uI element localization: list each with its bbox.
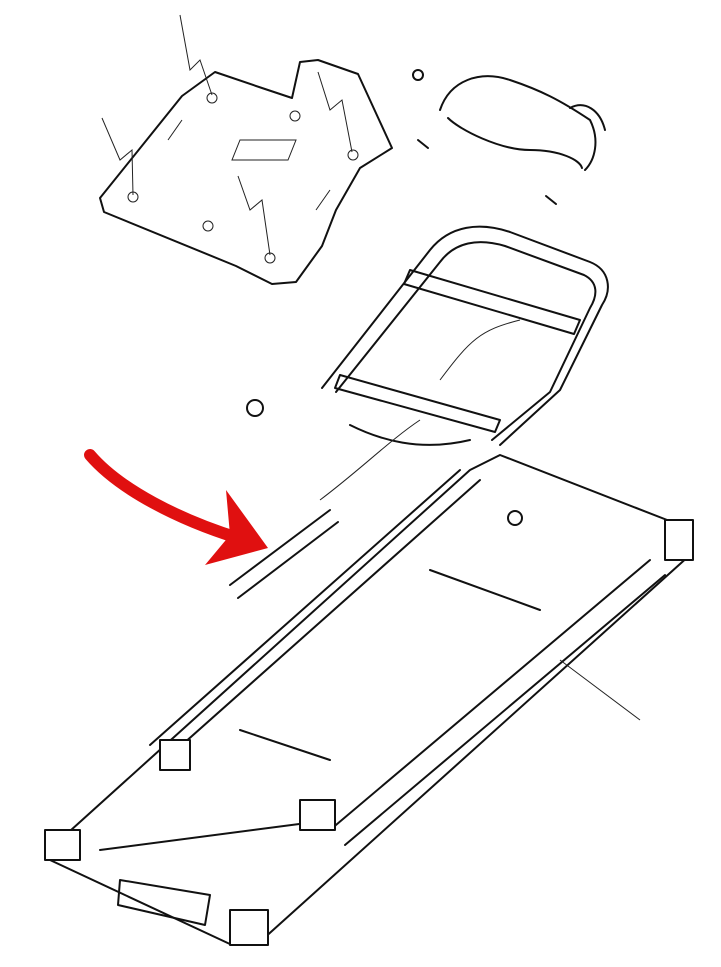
handle-bar bbox=[412, 69, 606, 205]
chassis-frame bbox=[44, 419, 694, 946]
back-frame bbox=[246, 225, 609, 446]
callout-arrow bbox=[84, 449, 268, 565]
seat-plate bbox=[99, 14, 393, 285]
